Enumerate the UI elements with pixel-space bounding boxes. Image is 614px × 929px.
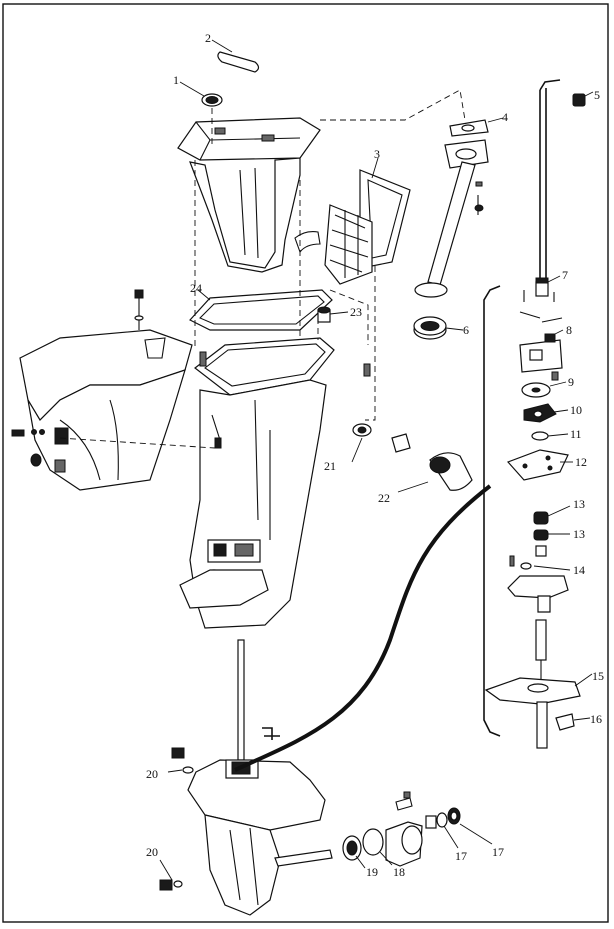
part-3-screen (294, 157, 411, 285)
callout-23: 23 (350, 305, 362, 319)
callout-20a: 20 (146, 767, 158, 781)
callout-8: 8 (566, 323, 572, 337)
part-1-seal (179, 81, 223, 148)
callout-7: 7 (562, 268, 568, 282)
callout-21: 21 (324, 459, 336, 473)
main-drive-housing (179, 337, 371, 629)
callout-11: 11 (570, 427, 582, 441)
callout-14: 14 (573, 563, 585, 577)
callout-17b: 17 (492, 845, 504, 859)
gearcase (187, 484, 492, 916)
part-4-pipe (414, 117, 504, 298)
assembly-lines (59, 89, 466, 449)
drive-shaft-housing-upper (177, 117, 321, 273)
part-24-gasket (189, 289, 333, 331)
callout-6: 6 (463, 323, 469, 337)
callout-20b: 20 (146, 845, 158, 859)
part-20-bolts (159, 747, 194, 891)
callout-24: 24 (190, 281, 202, 295)
lower-cowling (11, 329, 193, 491)
part-5-cap-and-rod (539, 79, 594, 278)
callout-10: 10 (570, 403, 582, 417)
part-2-clip (211, 39, 260, 73)
diagram-border (2, 3, 609, 923)
callout-19: 19 (366, 865, 378, 879)
callout-13a: 13 (573, 497, 585, 511)
propeller-shaft-seals (342, 791, 493, 869)
callout-22: 22 (378, 491, 390, 505)
callout-18: 18 (393, 865, 405, 879)
bolt-top-left (134, 289, 144, 330)
callout-12: 12 (575, 455, 587, 469)
part-23-sleeve (317, 306, 349, 323)
callout-1: 1 (173, 73, 179, 87)
part-21-plug (351, 423, 411, 463)
callout-labels: 1 2 3 4 5 6 7 8 9 10 11 12 13 13 14 15 1… (146, 31, 604, 879)
callout-13b: 13 (573, 527, 585, 541)
callout-17a: 17 (455, 849, 467, 863)
callout-3: 3 (374, 147, 380, 161)
callout-9: 9 (568, 375, 574, 389)
part-22-bellows (397, 452, 473, 493)
water-pump-group-bracket (483, 285, 501, 737)
water-pump-group (484, 275, 593, 749)
callout-16: 16 (590, 712, 602, 726)
callout-5: 5 (594, 88, 600, 102)
callout-2: 2 (205, 31, 211, 45)
callout-4: 4 (502, 110, 508, 124)
callout-15: 15 (592, 669, 604, 683)
part-6-grommet (413, 316, 464, 340)
